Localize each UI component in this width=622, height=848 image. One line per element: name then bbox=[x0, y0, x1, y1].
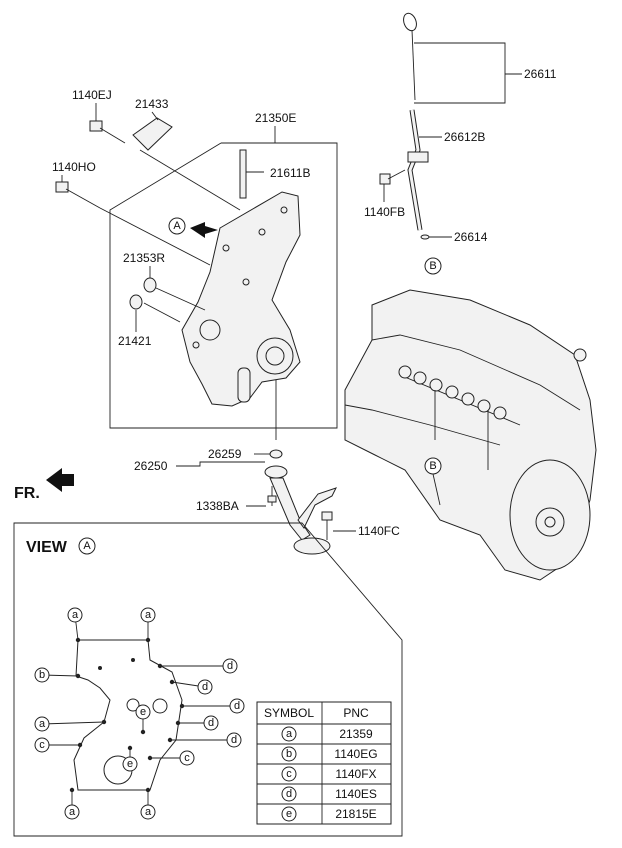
front-indicator-label: FR. bbox=[14, 485, 40, 502]
gasket-26259 bbox=[269, 449, 283, 459]
view-a-marker-d: d bbox=[157, 658, 238, 674]
oring-26614 bbox=[420, 234, 430, 240]
label-1140FB: 1140FB bbox=[364, 205, 405, 219]
label-1140HO: 1140HO bbox=[52, 160, 96, 174]
label-1338BA: 1338BA bbox=[196, 499, 239, 513]
ref-b-top-circle bbox=[424, 257, 442, 275]
dipstick-26611 bbox=[403, 12, 417, 101]
dipstick-tube-26612B bbox=[407, 109, 429, 231]
ref-b-engine-letter: B bbox=[429, 460, 436, 472]
label-21421: 21421 bbox=[118, 334, 152, 348]
gasket-21433 bbox=[132, 117, 173, 151]
seal-21353R bbox=[143, 277, 157, 293]
view-a-marker-a: a bbox=[140, 607, 156, 643]
view-a-marker-letter: e bbox=[127, 758, 133, 770]
symbol-circle bbox=[281, 786, 297, 802]
view-a-marker-letter: a bbox=[145, 806, 152, 818]
view-a-arrow bbox=[190, 222, 218, 238]
view-a-ref-circle bbox=[78, 537, 96, 555]
view-a-marker-a: a bbox=[67, 607, 83, 643]
view-a-title: VIEW bbox=[26, 539, 68, 556]
view-a-marker-d: d bbox=[179, 698, 245, 714]
symbol-circle bbox=[281, 726, 297, 742]
pnc-table-row: b 1140EG bbox=[281, 746, 378, 762]
view-a-marker-d: d bbox=[167, 732, 242, 748]
table-header-pnc: PNC bbox=[343, 706, 369, 720]
label-26259: 26259 bbox=[208, 447, 242, 461]
bolt-1140FC bbox=[321, 511, 333, 540]
pnc-table-row: c 1140FX bbox=[281, 766, 377, 782]
view-a-ref-letter: A bbox=[83, 540, 91, 552]
bolt-1140FB bbox=[379, 169, 406, 185]
view-a-marker-d: d bbox=[175, 715, 219, 731]
table-symbol: b bbox=[286, 748, 292, 760]
pnc-table-rows: a 21359 b 1140EG c 1140FX d 1140ES e 21815E bbox=[281, 726, 378, 822]
label-21611B: 21611B bbox=[270, 166, 310, 180]
table-pnc: 21359 bbox=[339, 727, 373, 741]
table-header-symbol: SYMBOL bbox=[264, 706, 314, 720]
view-a-marker-b: b bbox=[34, 667, 81, 683]
view-a-marker-letter: d bbox=[231, 734, 237, 746]
view-a-marker-letter: c bbox=[39, 739, 45, 751]
engine-block bbox=[344, 289, 597, 581]
bolt-1338BA bbox=[267, 486, 277, 506]
view-a-marker-a: a bbox=[34, 716, 107, 732]
label-26612B: 26612B bbox=[444, 130, 485, 144]
view-a-marker-letter: a bbox=[69, 806, 76, 818]
view-a-marker-e: e bbox=[135, 704, 151, 735]
view-a-marker-letter: a bbox=[72, 609, 79, 621]
stud-21611B bbox=[239, 149, 264, 199]
view-a-marker-e: e bbox=[122, 745, 138, 772]
pnc-table-row: d 1140ES bbox=[281, 786, 377, 802]
view-a-marker-a: a bbox=[64, 787, 80, 820]
view-a-marker-letter: d bbox=[202, 681, 208, 693]
bolt-1140EJ bbox=[89, 120, 126, 144]
view-a-marker-letter: a bbox=[39, 718, 46, 730]
view-a-cover-outline bbox=[73, 639, 183, 791]
label-21353R: 21353R bbox=[123, 251, 165, 265]
symbol-circle bbox=[281, 746, 297, 762]
pnc-table-row: e 21815E bbox=[281, 806, 377, 822]
view-a-marker-letter: a bbox=[145, 609, 152, 621]
table-symbol: a bbox=[286, 728, 293, 740]
view-a-marker-letter: e bbox=[140, 706, 146, 718]
view-a-marker-letter: b bbox=[39, 669, 45, 681]
pnc-table-row: a 21359 bbox=[281, 726, 373, 742]
label-26611: 26611 bbox=[524, 67, 557, 81]
symbol-circle bbox=[281, 806, 297, 822]
table-pnc: 1140ES bbox=[335, 787, 377, 801]
view-a-marker-d: d bbox=[169, 679, 213, 695]
table-symbol: d bbox=[286, 788, 292, 800]
ref-a-circle bbox=[168, 217, 186, 235]
oil-strainer-26250 bbox=[264, 465, 337, 555]
view-a-marker-c: c bbox=[147, 750, 195, 766]
label-21350E: 21350E bbox=[255, 111, 296, 125]
view-a-marker-c: c bbox=[34, 737, 83, 753]
table-pnc: 1140FX bbox=[335, 767, 376, 781]
view-a-marker-letter: d bbox=[234, 700, 240, 712]
view-a-marker-letter: d bbox=[227, 660, 233, 672]
symbol-circle bbox=[281, 766, 297, 782]
pnc-table: SYMBOL PNC bbox=[256, 701, 392, 825]
table-pnc: 1140EG bbox=[334, 747, 377, 761]
label-26250: 26250 bbox=[134, 459, 168, 473]
view-a-marker-letter: d bbox=[208, 717, 214, 729]
front-arrow-icon bbox=[46, 468, 74, 492]
label-21433: 21433 bbox=[135, 97, 169, 111]
ref-a-letter: A bbox=[173, 220, 181, 232]
table-symbol: e bbox=[286, 808, 292, 820]
view-a-frame bbox=[13, 522, 403, 837]
group-frame-21350E bbox=[109, 142, 338, 429]
label-1140EJ: 1140EJ bbox=[72, 88, 112, 102]
table-symbol: c bbox=[286, 768, 292, 780]
ref-b-top-letter: B bbox=[429, 260, 436, 272]
label-1140FC: 1140FC bbox=[358, 524, 400, 538]
view-a-marker-a: a bbox=[140, 787, 156, 820]
view-a-marker-letter: c bbox=[184, 752, 190, 764]
table-pnc: 21815E bbox=[335, 807, 376, 821]
label-26614: 26614 bbox=[454, 230, 488, 244]
oring-21421 bbox=[129, 294, 143, 310]
